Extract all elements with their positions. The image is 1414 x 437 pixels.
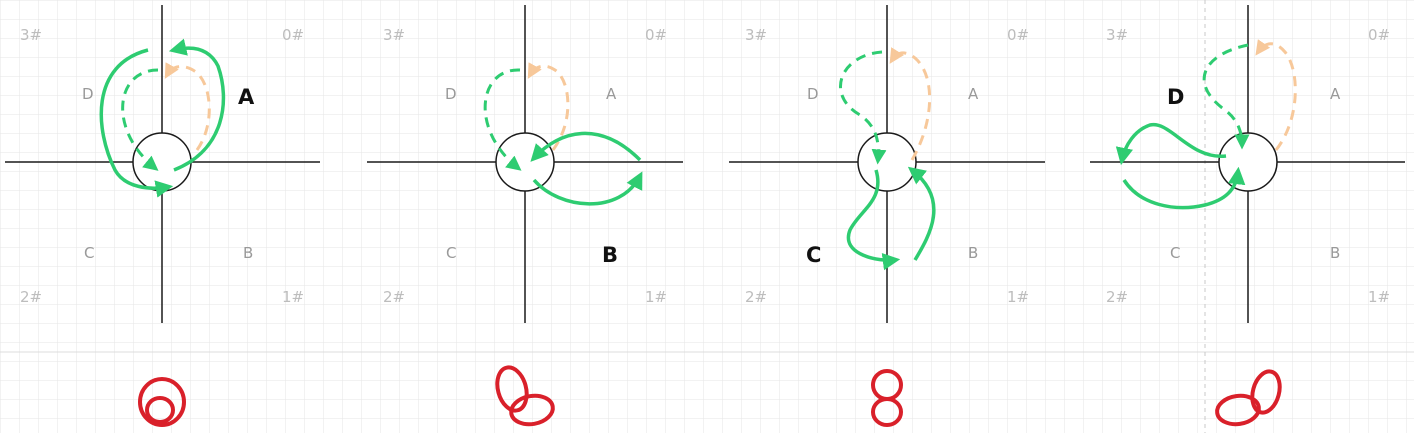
dashed-path: [1202, 43, 1250, 150]
corner-label-2: 2#: [745, 288, 767, 306]
quadrant-label-b: B: [243, 244, 253, 262]
dashed-path: [121, 68, 159, 171]
corner-label-1: 1#: [1007, 288, 1029, 306]
corner-label-3: 3#: [383, 26, 405, 44]
corner-label-0: 0#: [1368, 26, 1390, 44]
quadrant-label-b-active: B: [602, 243, 618, 267]
corner-label-3: 3#: [745, 26, 767, 44]
shape-two-ellipses-mirrored: [1215, 369, 1282, 427]
panel-c: 3# 0# 2# 1# D A C B: [729, 5, 1045, 427]
quadrant-label-d-active: D: [1167, 85, 1184, 109]
center-circle: [1218, 132, 1278, 192]
corner-label-0: 0#: [282, 26, 304, 44]
ghost-path: [889, 47, 932, 161]
quadrant-label-b: B: [968, 244, 978, 262]
center-circle: [495, 132, 555, 192]
corner-label-1: 1#: [1368, 288, 1390, 306]
dashed-path: [839, 50, 887, 165]
center-circle: [857, 132, 917, 192]
corner-label-3: 3#: [1106, 26, 1128, 44]
loop-path-inner: [168, 38, 226, 172]
corner-label-2: 2#: [383, 288, 405, 306]
quadrant-label-a: A: [1330, 85, 1341, 103]
center-circle: [132, 132, 192, 192]
quadrant-label-a: A: [606, 85, 617, 103]
corner-label-0: 0#: [1007, 26, 1029, 44]
corner-label-2: 2#: [20, 288, 42, 306]
ghost-path: [164, 62, 211, 151]
quadrant-label-a: A: [968, 85, 979, 103]
corner-label-3: 3#: [20, 26, 42, 44]
loop-path-lower: [532, 171, 643, 206]
shape-double-circle: [138, 377, 186, 427]
quadrant-label-d: D: [445, 85, 457, 103]
loop-path-upper: [530, 131, 642, 162]
quadrant-label-d: D: [82, 85, 94, 103]
quadrant-label-b: B: [1330, 244, 1340, 262]
ghost-path: [1255, 39, 1297, 151]
loop-path-upper: [1115, 122, 1227, 166]
corner-label-1: 1#: [282, 288, 304, 306]
loop-path-outer: [99, 48, 174, 198]
loop-path-right: [907, 166, 936, 261]
shape-two-ellipses: [495, 365, 555, 427]
dashed-path: [483, 68, 522, 171]
panel-b: 3# 0# 2# 1# D A C B: [367, 5, 683, 427]
quadrant-label-c-active: C: [806, 243, 821, 267]
quadrant-label-a-active: A: [238, 85, 255, 109]
quadrant-label-d: D: [807, 85, 819, 103]
shape-figure-eight: [871, 369, 903, 427]
corner-label-0: 0#: [645, 26, 667, 44]
corner-label-2: 2#: [1106, 288, 1128, 306]
loop-path-lower: [1122, 166, 1246, 210]
quadrant-label-c: C: [446, 244, 456, 262]
quadrant-label-c: C: [1170, 244, 1180, 262]
quadrant-label-c: C: [84, 244, 94, 262]
ghost-path: [527, 62, 570, 151]
panel-d: 3# 0# 2# 1# D A C B: [1090, 0, 1405, 433]
panel-a: 3# 0# 2# 1# D A C B: [5, 5, 320, 427]
corner-label-1: 1#: [645, 288, 667, 306]
loop-path-left: [846, 169, 901, 271]
